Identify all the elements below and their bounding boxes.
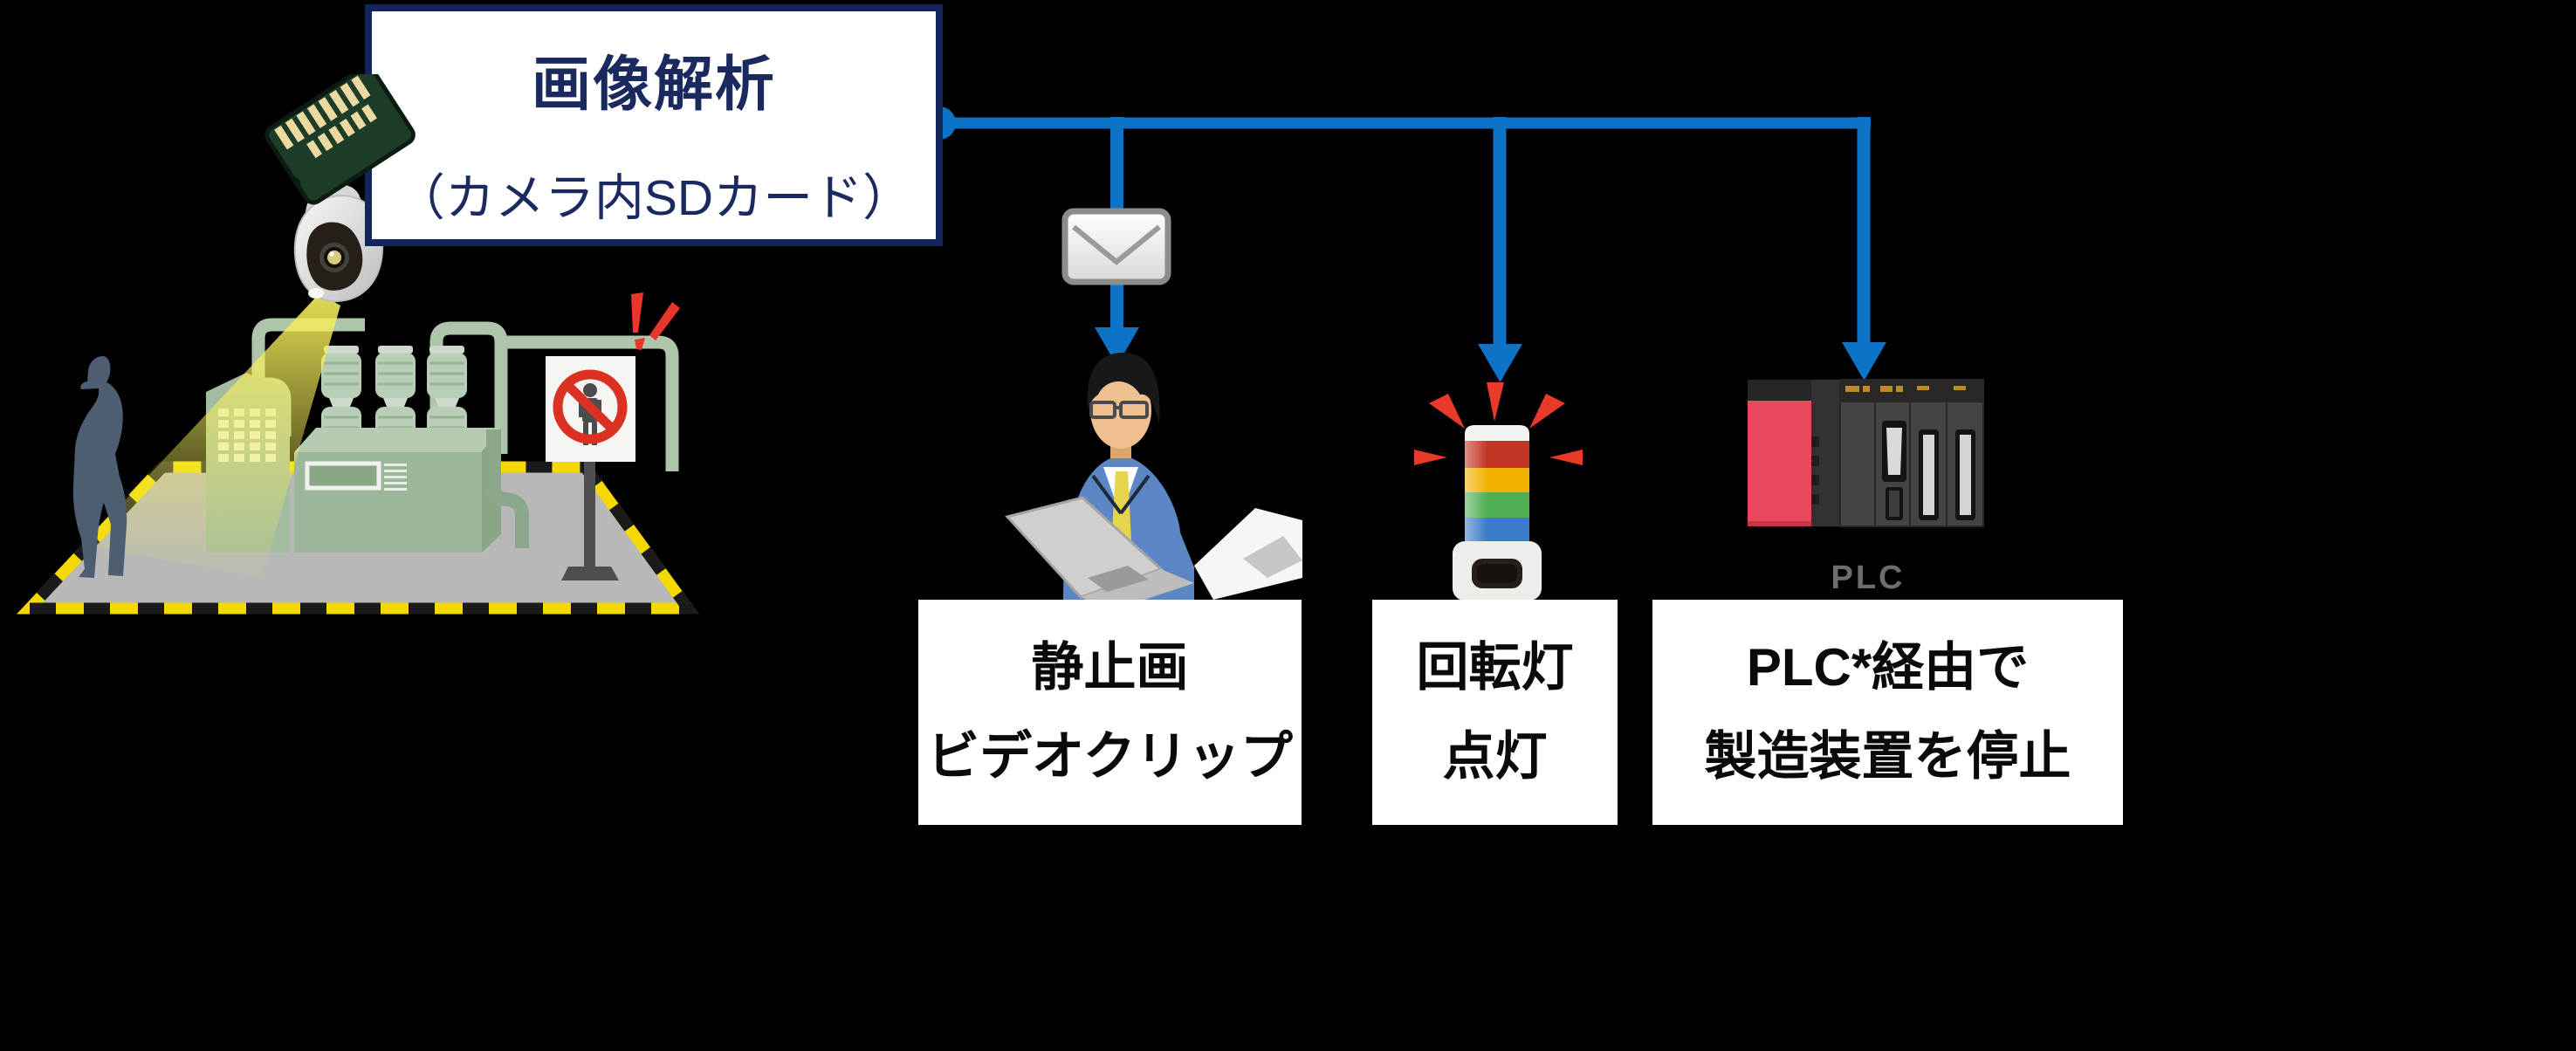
output-box-plc-stop: PLC*経由で 製造装置を停止 — [1652, 600, 2123, 825]
person-at-laptop-icon — [1005, 353, 1302, 611]
output-box-still-image: 静止画 ビデオクリップ — [918, 600, 1302, 825]
sd-card-icon — [264, 74, 416, 205]
glasses-icon — [1089, 401, 1149, 419]
mail-icon — [1061, 208, 1171, 285]
security-camera-icon — [293, 184, 384, 303]
output-line: 点灯 — [1442, 727, 1548, 786]
arrow-down-icon — [1842, 342, 1886, 381]
arrow-down-icon — [1478, 344, 1522, 382]
output-line: 回転灯 — [1416, 638, 1574, 697]
arrow-down-icon — [1095, 327, 1139, 366]
plc-caption: PLC — [1831, 560, 1906, 596]
image-analysis-box: 画像解析 （カメラ内SDカード） — [365, 4, 943, 246]
output-line: 静止画 — [1031, 638, 1189, 697]
output-line: PLC*経由で — [1746, 638, 2030, 697]
connector-line — [923, 106, 1886, 382]
analysis-subtitle: （カメラ内SDカード） — [395, 170, 913, 226]
plc-icon — [1748, 379, 1984, 527]
alert-sparks-icon — [1414, 382, 1583, 465]
output-line: 製造装置を停止 — [1704, 727, 2071, 786]
output-line: ビデオクリップ — [927, 727, 1293, 786]
signal-tower-icon — [1414, 382, 1583, 601]
alert-sparks-icon — [631, 292, 680, 350]
output-box-signal-light: 回転灯 点灯 — [1372, 600, 1618, 825]
no-entry-sign-icon — [546, 356, 635, 580]
walking-person-icon — [72, 356, 127, 578]
analysis-title: 画像解析 — [531, 52, 776, 118]
camera-beam — [84, 293, 340, 578]
